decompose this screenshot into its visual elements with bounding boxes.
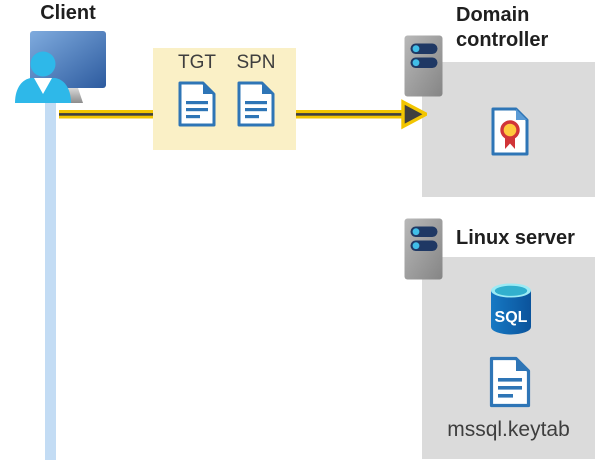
client-label: Client bbox=[40, 2, 96, 24]
spn-ticket: SPN bbox=[235, 52, 277, 132]
document-icon bbox=[178, 81, 216, 127]
linux-server-label: Linux server bbox=[456, 227, 575, 249]
server-icon bbox=[404, 35, 443, 97]
client-computer-icon bbox=[15, 31, 106, 103]
sql-database-icon: SQL bbox=[491, 283, 531, 335]
keytab-filename-label: mssql.keytab bbox=[447, 418, 570, 441]
client-timeline bbox=[45, 95, 56, 460]
document-icon bbox=[237, 81, 275, 127]
keytab-document-icon bbox=[489, 356, 531, 408]
server-icon bbox=[404, 218, 443, 280]
certificate-icon bbox=[491, 107, 529, 156]
tgt-label: TGT bbox=[178, 52, 216, 73]
ticket-box: TGT SPN bbox=[153, 48, 296, 150]
spn-label: SPN bbox=[236, 52, 276, 73]
tgt-ticket: TGT bbox=[176, 52, 218, 132]
user-icon bbox=[15, 51, 71, 103]
domain-controller-label: Domain controller bbox=[456, 4, 549, 51]
sql-badge-text: SQL bbox=[495, 309, 528, 326]
